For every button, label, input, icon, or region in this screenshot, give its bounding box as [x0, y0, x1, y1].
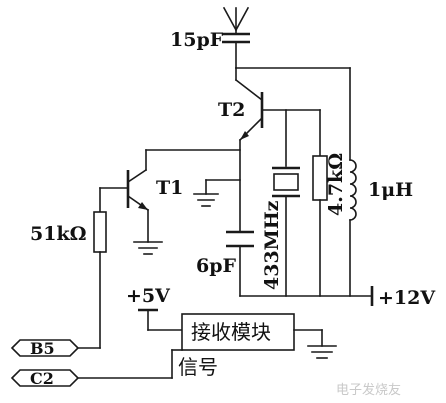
crystal-433mhz-label: 433MHz — [261, 200, 283, 290]
transistor-t2 — [234, 78, 321, 142]
supply-5v-label: +5V — [126, 285, 171, 307]
port-c2-label: C2 — [30, 369, 54, 388]
t1-ground-symbol — [133, 241, 163, 255]
capacitor-6pf — [226, 230, 254, 248]
supply-12v-label: +12V — [378, 287, 436, 309]
resistor-4-7k-label: 4.7kΩ — [325, 153, 347, 216]
crystal-433mhz — [272, 166, 300, 198]
antenna-symbol — [222, 6, 250, 35]
resistor-51k-label: 51kΩ — [30, 223, 87, 245]
supply-5v-wire — [138, 308, 183, 331]
signal-label: 信号 — [178, 355, 218, 379]
t2-emitter-arrow — [240, 131, 249, 140]
inductor-1uh — [349, 159, 357, 221]
resistor-51k — [93, 211, 107, 253]
port-b5-label: B5 — [30, 339, 55, 358]
watermark-text: 电子发烧友 — [336, 382, 401, 398]
t1-emitter-arrow — [138, 202, 148, 210]
transistor-t1 — [99, 149, 150, 243]
emitter-ground-symbol — [193, 179, 241, 207]
receiver-module-label: 接收模块 — [191, 320, 271, 344]
module-ground-symbol — [293, 329, 337, 359]
inductor-1uh-label: 1μH — [368, 179, 413, 201]
transistor-t1-label: T1 — [156, 177, 183, 199]
capacitor-6pf-label: 6pF — [196, 255, 237, 277]
capacitor-15pf-label: 15pF — [170, 29, 224, 51]
capacitor-15pf — [222, 32, 250, 69]
receiver-module-box — [181, 313, 295, 351]
transistor-t2-label: T2 — [218, 99, 245, 121]
